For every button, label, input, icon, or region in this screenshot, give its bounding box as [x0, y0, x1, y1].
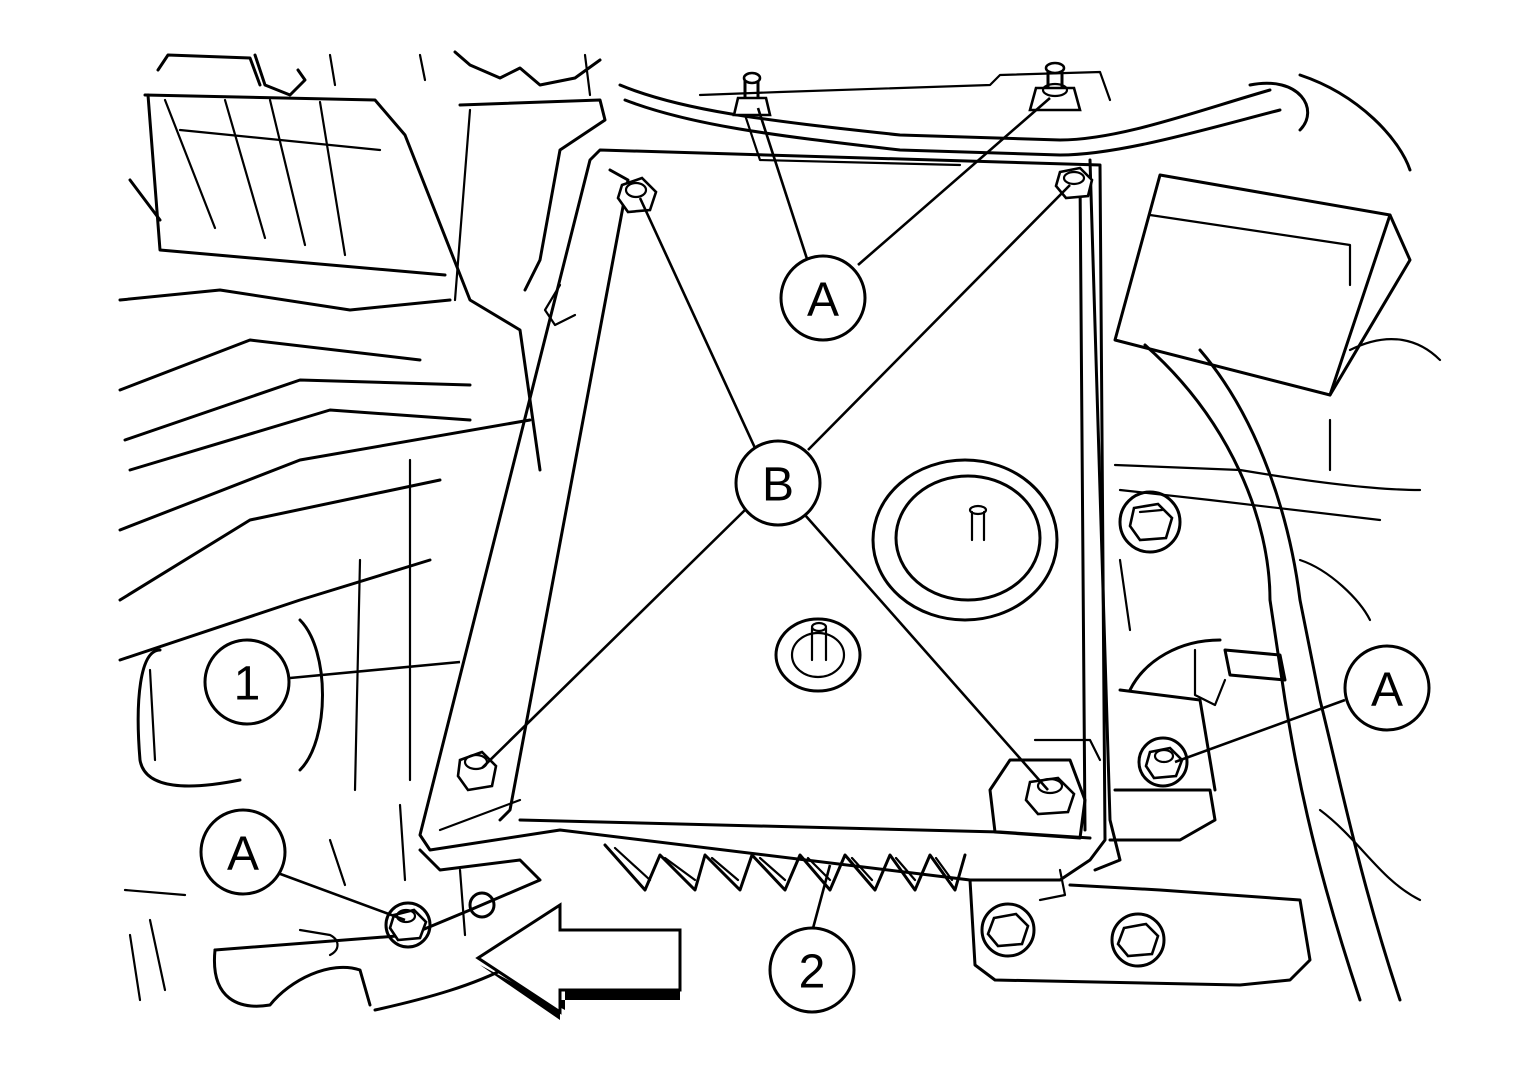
bolt-b-top-left — [616, 176, 658, 214]
bolt-a-right — [1137, 736, 1189, 788]
pan-corner-boss — [988, 738, 1102, 840]
right-pipe — [1128, 343, 1402, 1002]
bolt-a-bottom-left — [384, 901, 432, 949]
leader-lines — [274, 97, 1346, 933]
callout-b-center: B — [734, 439, 822, 527]
front-direction-arrow — [475, 902, 682, 1020]
right-body-lines — [1108, 338, 1442, 902]
callout-part-1: 1 — [203, 638, 291, 726]
bolt-b-bottom-right — [1024, 776, 1076, 816]
callout-part-2-label: 2 — [799, 946, 826, 999]
upper-left-duct — [128, 53, 542, 472]
nut-lower-right-1 — [980, 902, 1036, 958]
lower-left-parts — [123, 803, 542, 1012]
nut-right-upper — [1118, 490, 1182, 554]
callout-a-top-label: A — [807, 274, 839, 327]
left-body-lines — [118, 288, 532, 792]
bolt-a-top-2 — [1028, 61, 1082, 112]
upper-center-bracket — [453, 50, 607, 302]
bolts — [384, 61, 1189, 968]
cooling-fins — [603, 843, 967, 892]
drain-boss — [871, 458, 1059, 622]
callout-a-bottom-left: A — [199, 808, 287, 896]
callout-a-top: A — [779, 254, 867, 342]
callout-a-right: A — [1343, 644, 1431, 732]
left-wheel-arch — [136, 618, 324, 788]
nut-lower-right-2 — [1110, 912, 1166, 968]
callout-part-2: 2 — [768, 926, 856, 1014]
callout-part-1-label: 1 — [234, 658, 261, 711]
callout-a-bottom-left-label: A — [227, 828, 259, 881]
callout-a-right-label: A — [1371, 664, 1403, 717]
bolt-b-bottom-left — [456, 750, 498, 792]
top-tube — [618, 70, 1310, 167]
callout-b-center-label: B — [762, 459, 794, 512]
lower-right-bracket — [968, 868, 1312, 987]
pan-stud — [774, 617, 862, 693]
right-module-box — [1113, 73, 1412, 397]
bolt-a-top-1 — [732, 71, 772, 117]
